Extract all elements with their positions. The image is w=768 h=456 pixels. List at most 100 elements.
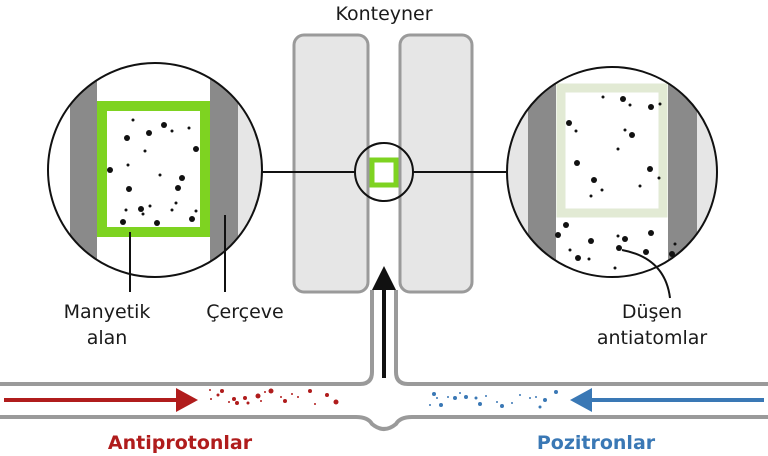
particle-dot (657, 176, 661, 180)
particle-dot (126, 163, 130, 167)
particle-dot (563, 222, 569, 228)
particle-dot (107, 167, 113, 173)
particle-dot (161, 122, 167, 128)
particle-dot (555, 232, 561, 238)
container (292, 33, 474, 294)
particle-dot (246, 401, 250, 405)
particle-dot (146, 130, 152, 136)
falling-antiatoms-label-line1: Düşen (622, 301, 682, 323)
particle-dot (538, 405, 542, 409)
particle-dot (459, 392, 461, 394)
particle-dot (575, 255, 581, 261)
particle-dot (232, 397, 236, 401)
particle-dot (620, 96, 626, 102)
particle-dot (629, 132, 635, 138)
particle-dot (255, 393, 261, 399)
frame-label: Çerçeve (206, 301, 283, 323)
particle-dot (616, 245, 622, 251)
particle-dot (194, 209, 198, 213)
particle-dot (283, 399, 287, 403)
magnetic-field-label-line1: Manyetik (64, 301, 151, 323)
beam-pipe (0, 290, 768, 431)
positron-arrow-icon (570, 388, 764, 412)
particle-dot (429, 404, 431, 406)
falling-antiatoms (555, 95, 677, 270)
particle-dot (574, 160, 580, 166)
particle-dot (210, 398, 212, 400)
particle-dot (543, 398, 547, 402)
particle-dot (193, 146, 199, 152)
particle-dot (453, 396, 457, 400)
particle-dot (220, 389, 224, 393)
particle-dot (554, 390, 558, 394)
particle-dot (566, 120, 572, 126)
particle-dot (126, 186, 132, 192)
particle-dot (141, 212, 145, 216)
particle-dot (600, 188, 604, 192)
particle-dot (120, 219, 126, 225)
particle-dot (647, 166, 653, 172)
particle-dot (535, 396, 537, 398)
particle-dot (623, 128, 627, 132)
particle-dot (439, 403, 443, 407)
particle-dot (170, 208, 174, 212)
particle-dot (616, 234, 620, 238)
particle-dot (648, 104, 654, 110)
particle-dot (496, 401, 498, 403)
container-left-block (292, 33, 370, 294)
particle-dot (260, 400, 262, 402)
particle-dot (235, 401, 239, 405)
particle-dot (187, 126, 191, 130)
container-label: Konteyner (335, 3, 432, 25)
particle-dot (280, 396, 282, 398)
particle-dot (447, 396, 449, 398)
particle-dot (648, 230, 654, 236)
particle-dot (314, 403, 316, 405)
particle-dot (669, 251, 675, 257)
particle-dot (638, 184, 642, 188)
particle-dot (291, 393, 293, 395)
faded-field-frame (556, 83, 668, 218)
particle-dot (264, 391, 266, 393)
zoom-source (262, 142, 506, 202)
falling-pointer (621, 249, 671, 299)
particle-dot (148, 204, 152, 208)
particle-dot (616, 147, 620, 151)
positron-particles (429, 390, 558, 409)
particle-dot (464, 395, 468, 399)
particle-dot (333, 399, 339, 405)
particle-dot (588, 238, 594, 244)
particle-dot (268, 388, 274, 394)
particle-dot (216, 393, 220, 397)
antiproton-particles (209, 388, 339, 405)
particle-dot (138, 206, 144, 212)
particle-dot (574, 129, 578, 133)
particle-dot (179, 175, 185, 181)
falling-antiatoms-label-line2: antiatomlar (597, 327, 708, 349)
particle-dot (519, 394, 521, 396)
particle-dot (297, 396, 299, 398)
particle-dot (658, 102, 662, 106)
particle-dot (124, 208, 128, 212)
wall (528, 67, 556, 277)
particle-dot (589, 194, 593, 198)
particle-dot (478, 402, 482, 406)
particle-dot (500, 404, 504, 408)
particle-dot (154, 220, 160, 226)
particle-dot (174, 201, 178, 205)
container-right-block (398, 33, 474, 294)
particle-dot (170, 129, 174, 133)
particle-dot (628, 103, 632, 107)
particle-dot (325, 393, 329, 397)
antiproton-arrow-icon (4, 388, 198, 412)
magnetic-field-frame (97, 101, 210, 237)
particle-dot (158, 173, 162, 177)
particle-dot (613, 266, 617, 270)
particle-dot (529, 397, 531, 399)
particle-dot (436, 397, 438, 399)
up-arrow-icon (372, 266, 396, 378)
particle-dot (175, 185, 181, 191)
particle-dot (432, 392, 436, 396)
